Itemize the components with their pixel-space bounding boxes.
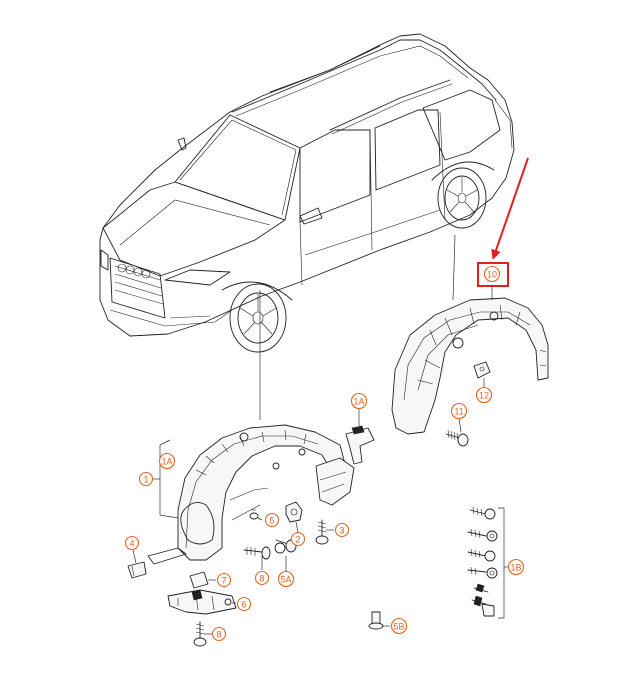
callout-label: 5B — [393, 622, 404, 632]
callout-label: 1A — [161, 457, 172, 467]
callout-12: 12 — [475, 386, 493, 404]
part-8-screw-middle — [243, 546, 271, 560]
callout-label: 8 — [216, 630, 221, 640]
leader-5 — [257, 517, 263, 521]
callout-circle — [507, 558, 525, 576]
callout-1A-top: 1A — [350, 392, 368, 410]
callout-circle — [290, 531, 306, 547]
callout-11: 11 — [450, 402, 468, 420]
callout-label: 5A — [280, 575, 291, 585]
part-1B-fastener-set — [467, 506, 508, 619]
callout-circle — [277, 570, 295, 588]
callout-5B: 5B — [390, 617, 408, 635]
part-4-bracket — [127, 561, 147, 579]
callout-circle — [124, 535, 140, 551]
part-3-screw — [315, 519, 329, 545]
callout-1: 1 — [138, 471, 154, 487]
callout-circle — [390, 617, 408, 635]
highlight-box — [477, 262, 509, 287]
callout-label: 4 — [129, 539, 134, 549]
callout-label: 10 — [487, 270, 497, 280]
callout-3: 3 — [334, 522, 350, 538]
callout-circle — [236, 596, 252, 612]
callout-1A-left: 1A — [158, 452, 176, 470]
liner-mount-tab — [147, 547, 187, 565]
callout-10: 10 — [483, 265, 501, 283]
callout-4: 4 — [124, 535, 140, 551]
highlight-arrow — [491, 157, 529, 260]
callout-label: 5 — [269, 516, 274, 526]
part-12-clip — [473, 361, 491, 379]
front-wheel-housing-liner — [177, 424, 355, 561]
callout-8b: 8 — [211, 626, 227, 642]
callout-label: 1B — [510, 563, 521, 573]
callout-label: 1 — [143, 475, 148, 485]
callout-7: 7 — [216, 572, 232, 588]
leader-11 — [458, 417, 462, 433]
callout-label: 11 — [454, 407, 463, 417]
callout-8a: 8 — [254, 570, 270, 586]
callout-5: 5 — [264, 512, 280, 528]
callout-label: 12 — [479, 391, 489, 401]
callout-circle — [483, 265, 501, 283]
callout-label: 8 — [259, 574, 264, 584]
callout-circle — [254, 570, 270, 586]
callout-circle — [158, 452, 176, 470]
callout-circle — [475, 386, 493, 404]
part-11-screw — [445, 429, 469, 447]
callout-label: 3 — [339, 526, 344, 536]
leader-rear-liner — [452, 234, 456, 301]
part-1A-bracket-top — [345, 425, 375, 465]
leader-2 — [295, 521, 299, 533]
callout-layer: 10 12 11 1A 1A 1 3 2 5 4 7 8 5A 6 8 1B 5B — [124, 265, 525, 642]
callout-circle — [138, 471, 154, 487]
part-5B-pin — [368, 611, 384, 630]
vehicle-illustration — [99, 33, 515, 353]
part-5-clip — [249, 509, 259, 520]
callout-circle — [264, 512, 280, 528]
part-2-nut — [285, 501, 303, 523]
part-8-screw-bottom — [193, 621, 207, 647]
leader-1A-left — [159, 439, 179, 519]
callout-1B: 1B — [507, 558, 525, 576]
leader-4 — [132, 549, 137, 564]
callout-circle — [211, 626, 227, 642]
callout-5A: 5A — [277, 570, 295, 588]
callout-circle — [334, 522, 350, 538]
callout-label: 2 — [295, 535, 300, 545]
callout-circle — [350, 392, 368, 410]
callout-label: 7 — [221, 576, 226, 586]
rear-wheel-housing-liner — [391, 297, 549, 435]
callout-label: 6 — [241, 600, 246, 610]
callout-circle — [450, 402, 468, 420]
callout-label: 1A — [353, 397, 364, 407]
callout-2: 2 — [290, 531, 306, 547]
part-7-clip — [189, 571, 209, 589]
part-6-bracket — [167, 589, 237, 615]
callout-6: 6 — [236, 596, 252, 612]
callout-circle — [216, 572, 232, 588]
